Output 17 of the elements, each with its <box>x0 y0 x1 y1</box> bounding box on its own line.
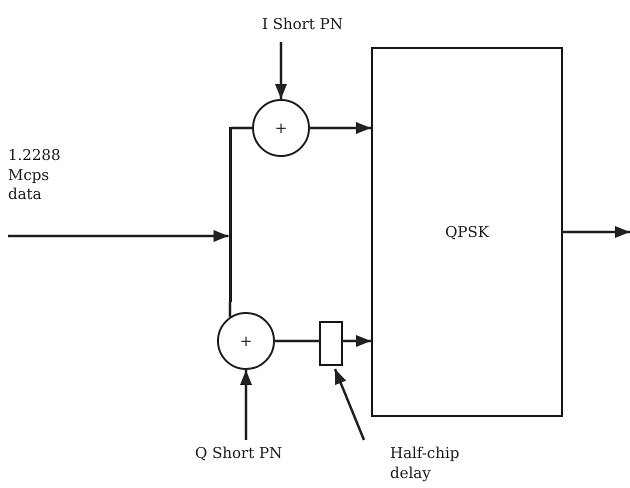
arrow <box>563 226 630 238</box>
arrow <box>240 370 252 440</box>
box-label: QPSK <box>445 223 489 241</box>
qpsk-box <box>371 47 563 417</box>
delay-box <box>319 321 343 366</box>
input-label: 1.2288 Mcps data <box>8 146 62 204</box>
plus-sign: + <box>240 332 252 350</box>
bus-line <box>228 126 232 302</box>
plus-sign: + <box>274 119 288 137</box>
input-label: Q Short PN <box>195 444 284 464</box>
arrow <box>8 230 228 242</box>
leader-line <box>334 368 366 440</box>
arrow <box>310 122 371 134</box>
arrow <box>275 42 287 99</box>
input-label: I Short PN <box>262 15 344 34</box>
delay-label: Half-chip delay <box>390 444 460 483</box>
arrow <box>343 335 371 347</box>
